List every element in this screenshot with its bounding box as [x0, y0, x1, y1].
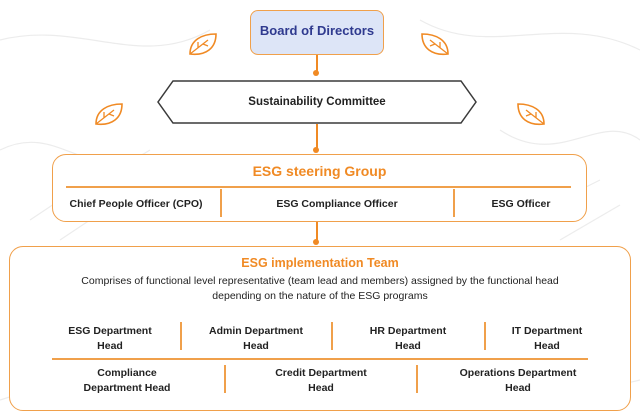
department-head-label: Head — [333, 340, 483, 352]
divider — [52, 358, 588, 360]
steering-member: Chief People Officer (CPO) — [52, 198, 220, 210]
department-head-label: Head — [40, 340, 180, 352]
steering-member: ESG Compliance Officer — [222, 198, 452, 210]
board-of-directors-label: Board of Directors — [250, 23, 384, 38]
esg-steering-group-title: ESG steering Group — [52, 163, 587, 179]
divider — [66, 186, 571, 188]
connector-dot — [313, 70, 319, 76]
esg-implementation-team-title: ESG implementation Team — [9, 256, 631, 270]
department-head-label: ESG Department — [40, 325, 180, 337]
department-head-label: Head — [182, 340, 330, 352]
department-head-label: Operations Department — [418, 367, 618, 379]
leaf-icon — [92, 100, 126, 130]
connector-dot — [313, 239, 319, 245]
department-head-label: IT Department — [486, 325, 608, 337]
leaf-icon — [186, 30, 220, 60]
connector-dot — [313, 147, 319, 153]
department-head-label: Credit Department — [226, 367, 416, 379]
implementation-description: Comprises of functional level representa… — [9, 275, 631, 287]
department-head-label: HR Department — [333, 325, 483, 337]
department-head-label: Head — [486, 340, 608, 352]
sustainability-committee-label: Sustainability Committee — [157, 96, 477, 108]
department-head-label: Admin Department — [182, 325, 330, 337]
department-head-label: Head — [226, 382, 416, 394]
leaf-icon — [514, 100, 548, 130]
implementation-description: depending on the nature of the ESG progr… — [9, 290, 631, 302]
steering-member: ESG Officer — [455, 198, 587, 210]
leaf-icon — [418, 30, 452, 60]
department-head-label: Compliance — [30, 367, 224, 379]
department-head-label: Department Head — [30, 382, 224, 394]
department-head-label: Head — [418, 382, 618, 394]
